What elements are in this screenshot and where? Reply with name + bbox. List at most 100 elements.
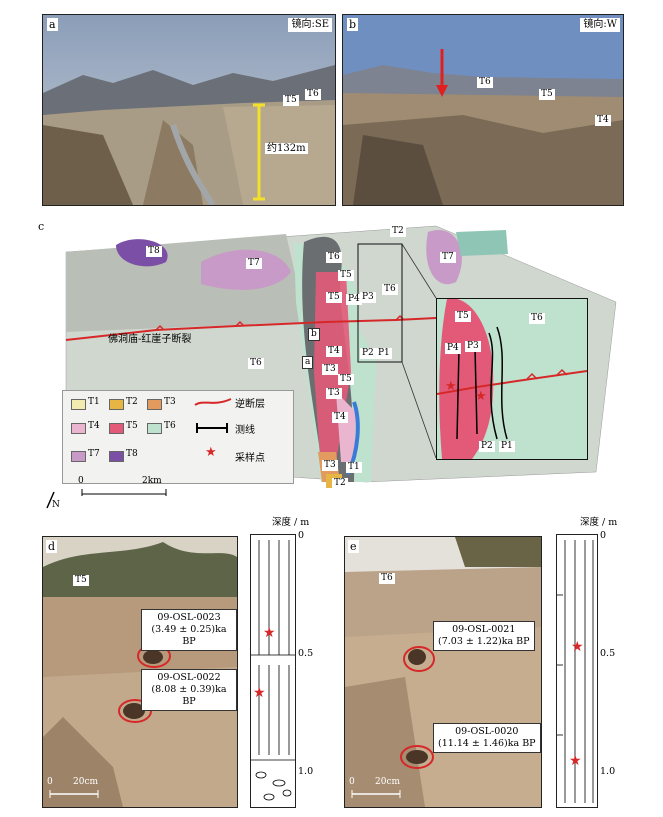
sample-star-icon: ★ <box>475 389 487 404</box>
depth-tick-e-10: 1.0 <box>600 766 616 777</box>
inset-profile-p2: P2 <box>479 441 495 452</box>
terrace-label-d: T5 <box>73 575 89 586</box>
sample-id-0020: 09-OSL-0020 <box>455 726 519 737</box>
height-bar-a <box>253 103 265 201</box>
sample-star-icon: ★ <box>569 753 582 769</box>
terrace-label-b-t5: T5 <box>539 89 555 100</box>
map-terrace-t1-low: T1 <box>346 462 362 473</box>
photo-a-illustration <box>43 15 335 205</box>
terrace-label-e: T6 <box>379 573 395 584</box>
map-point-a: a <box>302 356 314 369</box>
legend-sample-label: 采样点 <box>235 453 265 464</box>
depth-tick-d-05: 0.5 <box>298 648 314 659</box>
map-scale-bar <box>81 489 167 496</box>
scale-start-e: 0 <box>349 777 355 787</box>
map-terrace-t5-mid: T5 <box>326 292 342 303</box>
sample-age-0021: (7.03 ± 1.22)ka BP <box>438 636 530 647</box>
view-direction-a: 镜向:SE <box>288 18 332 32</box>
sample-id-0021: 09-OSL-0021 <box>452 624 516 635</box>
legend-label-t7: T7 <box>88 449 100 459</box>
panel-letter-b: b <box>347 18 359 31</box>
fault-line-icon <box>194 398 232 406</box>
terrace-label-a-t5: T5 <box>283 95 299 106</box>
inset-profile-p3: P3 <box>465 341 481 352</box>
inset-profile-p1: P1 <box>499 441 515 452</box>
legend-label-t8: T8 <box>126 449 138 459</box>
legend-swatch-t7 <box>71 451 86 462</box>
photo-panel-b: b 镜向:W T6 T5 T4 <box>342 14 624 206</box>
red-arrow-icon <box>436 49 448 97</box>
sample-circles-e <box>400 646 435 769</box>
depth-axis-title-e: 深度 / m <box>580 517 618 528</box>
depth-tick-d-10: 1.0 <box>298 766 314 777</box>
profile-line-icon <box>196 423 228 433</box>
strat-column-d: ★ ★ <box>250 534 296 808</box>
map-terrace-t7-right: T7 <box>440 252 456 263</box>
map-scale-end: 2km <box>142 476 162 486</box>
map-profile-p2: P2 <box>360 348 376 359</box>
map-terrace-t3-mid2: T3 <box>326 388 342 399</box>
scale-bar-e <box>351 790 401 798</box>
height-label-a: 约132m <box>265 143 308 154</box>
legend-label-t2: T2 <box>126 397 138 407</box>
map-terrace-t7: T7 <box>246 258 262 269</box>
map-terrace-t2-top: T2 <box>390 226 406 237</box>
legend-swatch-t2 <box>109 399 124 410</box>
map-panel-c: c T8 T7 T6 T5 T2 T7 T6 T5 T4 T3 T4 T3 T2… <box>36 212 628 512</box>
photo-panel-d: d T5 09-OSL-0023 (3.49 ± 0.25)ka BP 09-O… <box>42 536 238 808</box>
scale-start-d: 0 <box>47 777 53 787</box>
sample-star-icon: ★ <box>253 685 266 701</box>
legend-swatch-t5 <box>109 423 124 434</box>
sample-box-0021: 09-OSL-0021 (7.03 ± 1.22)ka BP <box>433 621 535 651</box>
map-profile-p4: P4 <box>346 294 362 305</box>
north-arrow-icon <box>46 491 55 509</box>
map-terrace-t2-low: T2 <box>332 478 348 489</box>
map-terrace-t4-low: T4 <box>332 412 348 423</box>
terrace-label-a-t6: T6 <box>305 89 321 100</box>
sample-star-icon: ★ <box>571 639 584 655</box>
legend-swatch-t6 <box>147 423 162 434</box>
sample-id-0023: 09-OSL-0023 <box>157 612 221 623</box>
fault-name-label: 佛洞庙-红崖子断裂 <box>108 334 192 345</box>
legend-label-t1: T1 <box>88 397 100 407</box>
depth-tick-e-0: 0 <box>600 530 607 541</box>
panel-letter-e: e <box>348 540 359 553</box>
map-terrace-t8: T8 <box>146 246 162 257</box>
terrace-label-b-t4: T4 <box>595 115 611 126</box>
terrace-label-b-t6: T6 <box>477 77 493 88</box>
legend-swatch-t4 <box>71 423 86 434</box>
depth-tick-d-0: 0 <box>298 530 305 541</box>
map-terrace-t3-low: T3 <box>322 460 338 471</box>
map-legend: T1 T2 T3 T4 T5 T6 T7 T8 逆断层 测线 ★ 采样点 <box>62 390 294 484</box>
legend-swatch-t1 <box>71 399 86 410</box>
legend-swatch-t3 <box>147 399 162 410</box>
sample-box-0023: 09-OSL-0023 (3.49 ± 0.25)ka BP <box>141 609 237 651</box>
map-scale-start: 0 <box>78 476 84 486</box>
depth-tick-e-05: 0.5 <box>600 648 616 659</box>
legend-label-t3: T3 <box>164 397 176 407</box>
scale-bar-d <box>49 790 99 798</box>
legend-label-t4: T4 <box>88 421 100 431</box>
sample-star-icon: ★ <box>263 625 276 641</box>
map-terrace-t6-mid: T6 <box>382 284 398 295</box>
map-terrace-t6-left: T6 <box>248 358 264 369</box>
sample-age-0023: (3.49 ± 0.25)ka BP <box>151 624 227 647</box>
inset-terrace-t6: T6 <box>529 313 545 324</box>
panel-letter-d: d <box>46 540 58 553</box>
strat-column-e-graphic <box>557 540 594 803</box>
map-profile-p1: P1 <box>376 348 392 359</box>
scale-end-d: 20cm <box>73 777 99 787</box>
legend-swatch-t8 <box>109 451 124 462</box>
strat-column-d-graphic <box>251 540 295 801</box>
photo-panel-a: a 镜向:SE T5 T6 约132m <box>42 14 336 206</box>
legend-fault-label: 逆断层 <box>235 399 265 410</box>
map-terrace-t3-mid: T3 <box>322 364 338 375</box>
map-terrace-t5-low: T5 <box>338 374 354 385</box>
sample-star-icon: ★ <box>445 379 457 394</box>
map-point-b: b <box>308 328 320 341</box>
map-profile-p3: P3 <box>360 292 376 303</box>
sample-id-0022: 09-OSL-0022 <box>157 672 221 683</box>
depth-axis-title-d: 深度 / m <box>272 517 310 528</box>
scale-end-e: 20cm <box>375 777 401 787</box>
sample-age-0022: (8.08 ± 0.39)ka BP <box>151 684 227 707</box>
